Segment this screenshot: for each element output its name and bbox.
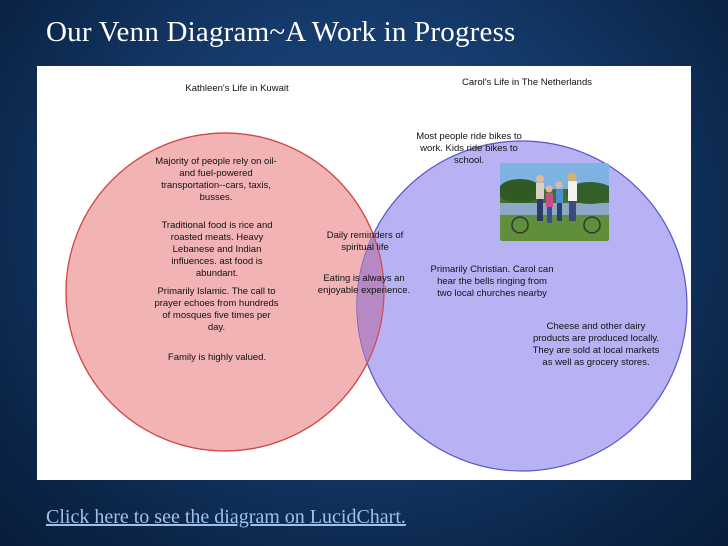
left-item-religion: Primarily Islamic. The call to prayer ec…: [154, 286, 279, 333]
family-bikes-photo: [500, 163, 609, 241]
left-circle-outline: [65, 132, 385, 452]
left-item-family: Family is highly valued.: [167, 352, 267, 363]
right-item-religion: Primarily Christian. Carol can hear the …: [430, 264, 554, 299]
right-item-bikes: Most people ride bikes to work. Kids rid…: [416, 131, 522, 166]
right-set-label: Carol's Life in The Netherlands: [462, 77, 592, 88]
left-item-transportation: Majority of people rely on oil- and fuel…: [155, 156, 277, 203]
venn-diagram-canvas: Kathleen's Life in Kuwait Carol's Life i…: [37, 66, 691, 480]
overlap-item-spiritual: Daily reminders of spiritual life: [326, 230, 404, 253]
overlap-item-eating: Eating is always an enjoyable experience…: [317, 273, 411, 296]
lucidchart-link[interactable]: Click here to see the diagram on LucidCh…: [46, 506, 406, 528]
right-item-dairy: Cheese and other dairy products are prod…: [532, 321, 660, 368]
left-set-label: Kathleen's Life in Kuwait: [185, 83, 289, 94]
slide-title: Our Venn Diagram~A Work in Progress: [46, 16, 516, 48]
left-item-food: Traditional food is rice and roasted mea…: [161, 220, 273, 279]
